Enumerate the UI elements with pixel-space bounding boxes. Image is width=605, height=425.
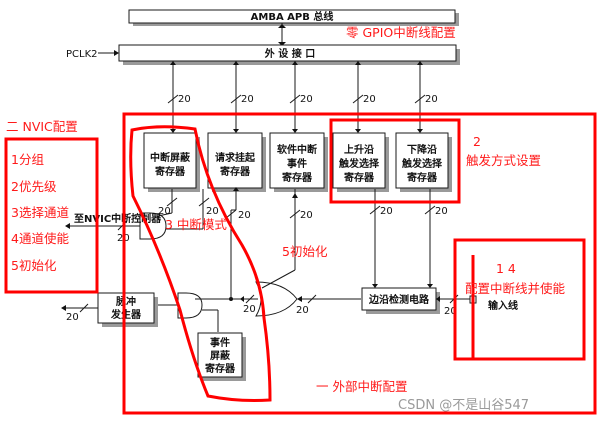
pending-width: 20 — [238, 210, 251, 221]
bus-to-swi-register — [289, 61, 301, 133]
init-note: 5初始化 — [282, 244, 328, 259]
nvic-step-3: 3选择通道 — [11, 205, 69, 220]
falling-register-line2: 触发选择 — [401, 157, 443, 170]
enable-step-numbers: 1 4 — [496, 261, 516, 276]
nvic-config-title: 二 NVIC配置 — [6, 119, 78, 134]
interrupt-mode-note: 3 中断模式 — [165, 217, 227, 232]
nvic-step-2: 2优先级 — [11, 179, 57, 194]
mask-to-and-join — [157, 212, 173, 217]
pending-register: 请求挂起 寄存器 — [207, 132, 266, 192]
falling-register-line3: 寄存器 — [407, 171, 438, 184]
register-buses — [167, 61, 426, 133]
bus-link-arrow-up — [278, 24, 286, 28]
bus-width-pending: 20 — [241, 94, 254, 105]
bus-to-falling-register — [414, 61, 426, 133]
line-enable-note: 配置中断线并使能 — [465, 281, 566, 296]
event-mask-register: 事件 屏蔽 寄存器 — [197, 332, 246, 381]
trigger-config-frame — [329, 118, 461, 204]
software-interrupt-register: 软件中断 事件 寄存器 — [269, 132, 328, 192]
pending-slash — [225, 209, 237, 219]
bus-to-rising-register — [352, 61, 364, 133]
bus-to-pending-register — [230, 61, 242, 133]
edge-bus-width-1: 20 — [380, 206, 393, 217]
mask-register: 中断屏蔽 寄存器 — [143, 132, 200, 192]
rising-register-line1: 上升沿 — [344, 143, 374, 156]
nvic-step-4: 4通道使能 — [11, 231, 69, 246]
mask-down-width: 20 — [158, 206, 171, 217]
bus-to-mask-register — [167, 61, 179, 133]
or-output-width: 20 — [243, 304, 256, 315]
interrupt-line-frame — [453, 238, 586, 361]
pulse-out-width: 20 — [66, 312, 79, 323]
pending-register-line1: 请求挂起 — [215, 151, 256, 164]
event-mask-line3: 寄存器 — [205, 362, 236, 375]
input-line-width: 20 — [444, 306, 457, 317]
input-line-arrow — [436, 296, 440, 302]
amba-bus-bar — [128, 9, 456, 24]
pulse-out-arrow — [61, 305, 66, 311]
or-output-slash — [245, 294, 255, 304]
edge-to-or-width: 20 — [296, 305, 309, 316]
edge-bus-width-2: 20 — [435, 206, 448, 217]
input-line-label: 输入线 — [488, 299, 518, 312]
rising-trigger-register: 上升沿 触发选择 寄存器 — [332, 132, 389, 192]
event-and-gate — [177, 292, 203, 319]
swi-register-line1: 软件中断 — [277, 143, 317, 156]
gpio-line-config-note: 零 GPIO中断线配置 — [346, 25, 456, 40]
external-interrupt-frame — [122, 112, 597, 415]
swi-register-line2: 事件 — [287, 157, 307, 170]
pending-up-arrow — [233, 187, 239, 191]
interrupt-mode-outline — [129, 125, 272, 402]
trigger-step-number: 2 — [473, 134, 481, 149]
bus-width-falling: 20 — [425, 94, 438, 105]
mask-down-slash — [166, 197, 178, 207]
external-interrupt-config-note: 一 外部中断配置 — [316, 379, 407, 394]
pending-register-line2: 寄存器 — [220, 165, 251, 178]
pulse-generator: 脉冲 发生器 — [97, 292, 158, 327]
swi-down-slash — [289, 209, 301, 219]
pulse-out-slash — [79, 303, 89, 313]
nvic-step-5: 5初始化 — [11, 258, 57, 273]
pending-left-slash — [198, 197, 210, 207]
nvic-arrow — [65, 223, 70, 229]
or-input-arrow — [297, 296, 302, 302]
watermark: CSDN @不是山谷547 — [398, 398, 529, 413]
falling-trigger-register: 下降沿 触发选择 寄存器 — [395, 132, 452, 192]
mask-register-line1: 中断屏蔽 — [150, 151, 191, 164]
trigger-to-edge-buses — [369, 189, 436, 288]
edge-detect-label: 边沿检测电路 — [368, 293, 430, 306]
bus-width-rising: 20 — [363, 94, 376, 105]
event-mask-line1: 事件 — [210, 336, 230, 349]
swi-to-gate-diagonal — [261, 269, 296, 289]
pclk2-label: PCLK2 — [66, 49, 98, 60]
mask-register-line2: 寄存器 — [155, 165, 186, 178]
swi-down-width: 20 — [300, 210, 313, 221]
bus-width-swi: 20 — [300, 94, 313, 105]
amba-bus-label: AMBA APB 总线 — [251, 10, 334, 23]
event-mask-line2: 屏蔽 — [209, 349, 231, 362]
falling-register-line1: 下降沿 — [407, 143, 437, 156]
edge-to-or-slash — [307, 294, 317, 304]
bus-width-mask: 20 — [178, 94, 191, 105]
nvic-step-1: 1分组 — [11, 152, 44, 167]
edge-detect-circuit: 边沿检测电路 — [361, 287, 440, 314]
rising-register-line3: 寄存器 — [344, 171, 375, 184]
pending-left-width: 20 — [206, 206, 219, 217]
bus-link-arrow-down — [278, 42, 286, 46]
peripheral-interface-label: 外 设 接 口 — [264, 47, 315, 60]
trigger-config-note: 触发方式设置 — [466, 153, 541, 168]
nvic-config-frame — [4, 137, 99, 294]
nvic-controller-label: 至NVIC中断控制器 — [74, 212, 162, 225]
swi-register-line3: 寄存器 — [282, 171, 313, 184]
rising-register-line2: 触发选择 — [338, 157, 380, 170]
swi-up-arrow — [292, 193, 298, 198]
pclk2-arrow — [114, 50, 119, 56]
pulse-generator-line2: 发生器 — [110, 308, 142, 321]
or-output-arrow — [240, 296, 244, 302]
